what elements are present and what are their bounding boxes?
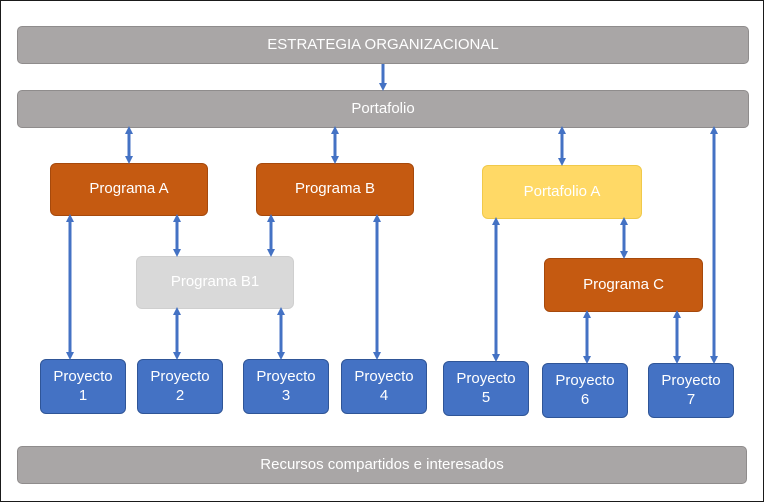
project-1-number: 1 xyxy=(78,386,88,404)
program-a-box: Programa A xyxy=(50,163,208,216)
project-1-label: Proyecto xyxy=(53,367,113,385)
strategy-bar: ESTRATEGIA ORGANIZACIONAL xyxy=(17,26,749,64)
project-2-number: 2 xyxy=(175,386,185,404)
project-4-number: 4 xyxy=(379,386,389,404)
program-b1-box: Programa B1 xyxy=(136,256,294,309)
program-b-label: Programa B xyxy=(294,180,376,198)
project-6-number: 6 xyxy=(580,390,590,408)
project-5-number: 5 xyxy=(481,388,491,406)
portfolio-label: Portafolio xyxy=(351,99,415,117)
program-c-label: Programa C xyxy=(583,275,664,293)
portfolio-a-label: Portafolio A xyxy=(523,182,601,200)
program-b1-label: Programa B1 xyxy=(170,273,260,291)
program-c-box: Programa C xyxy=(544,258,703,312)
project-5-label: Proyecto xyxy=(456,369,516,387)
program-a-label: Programa A xyxy=(89,180,169,198)
strategy-label: ESTRATEGIA ORGANIZACIONAL xyxy=(267,35,499,53)
project-4-label: Proyecto xyxy=(354,367,414,385)
project-3-number: 3 xyxy=(281,386,291,404)
portfolio-a-box: Portafolio A xyxy=(482,165,642,219)
project-7-number: 7 xyxy=(686,390,696,408)
project-3-label: Proyecto xyxy=(256,367,316,385)
portfolio-bar: Portafolio xyxy=(17,90,749,128)
program-b-box: Programa B xyxy=(256,163,414,216)
resources-bar: Recursos compartidos e interesados xyxy=(17,446,747,484)
resources-label: Recursos compartidos e interesados xyxy=(260,455,504,473)
project-7-label: Proyecto xyxy=(661,371,721,389)
project-2-label: Proyecto xyxy=(150,367,210,385)
project-6-label: Proyecto xyxy=(555,371,615,389)
